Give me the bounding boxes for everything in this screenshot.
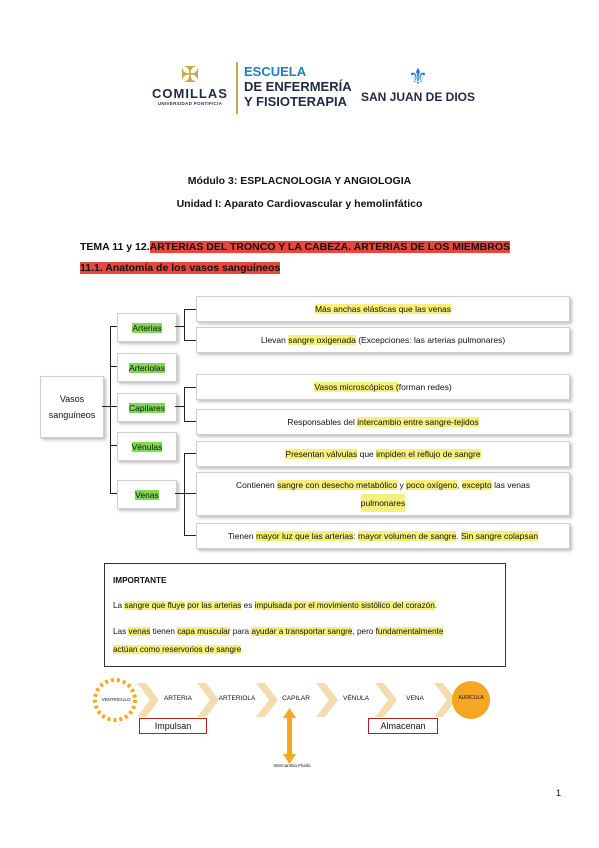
connector	[184, 387, 185, 422]
connector	[110, 406, 117, 407]
exchange-arrow-icon	[283, 708, 296, 764]
chevron-5	[375, 683, 397, 717]
connector	[110, 326, 111, 493]
branch-venas: Venas	[117, 480, 177, 509]
connector	[184, 340, 196, 341]
connector	[110, 445, 117, 446]
escuela-logo: ESCUELA DE ENFERMERÍA Y FISIOTERAPIA	[244, 64, 352, 109]
logo-divider	[236, 62, 238, 114]
arterias-detail-2: Llevan sangre oxigenada (Excepciones: la…	[196, 327, 570, 353]
connector	[184, 493, 196, 494]
important-note: IMPORTANTE La sangre que fluye por las a…	[104, 563, 506, 667]
ventriculo-circle	[93, 678, 137, 722]
venas-detail-1: Presentan válvulas que impiden el refluj…	[196, 441, 570, 467]
connector	[175, 406, 184, 407]
connector	[184, 309, 196, 310]
branch-capilares: Capilares	[117, 393, 177, 422]
connector	[110, 493, 117, 494]
connector	[184, 453, 185, 535]
almacenan-label: Almacenan	[368, 718, 438, 734]
branch-arteriolas: Arteriolas	[117, 353, 177, 382]
connector	[184, 421, 196, 422]
comillas-logo: ✠ COMILLAS UNIVERSIDAD PONTIFICIA	[150, 64, 230, 122]
topic-heading: TEMA 11 y 12.ARTERIAS DEL TRONCO Y LA CA…	[80, 241, 510, 253]
branch-arterias: Arterias	[117, 313, 177, 342]
connector	[184, 453, 196, 454]
connector	[184, 309, 185, 341]
module-title: Módulo 3: ESPLACNOLOGIA Y ANGIOLOGIA	[187, 175, 412, 187]
crest-icon: ✠	[180, 62, 200, 87]
capilares-detail-2: Responsables del intercambio entre sangr…	[196, 409, 570, 435]
impulsan-label: Impulsan	[139, 718, 207, 734]
connector	[110, 326, 117, 327]
chevron-4	[316, 683, 338, 717]
connector	[110, 366, 117, 367]
venas-detail-2: Contienen sangre con desecho metabólico …	[196, 472, 570, 516]
branch-venulas: Vénulas	[117, 432, 177, 461]
san-juan-de-dios-logo: ⚜ SAN JUAN DE DIOS	[358, 64, 478, 104]
venas-detail-3: Tienen mayor luz que las arterias: mayor…	[196, 523, 570, 549]
capilares-detail-1: Vasos microscópicos (forman redes)	[196, 374, 570, 400]
connector	[175, 326, 184, 327]
page-number: 1	[556, 788, 562, 798]
connector	[184, 535, 196, 536]
connector	[102, 406, 110, 407]
connector	[175, 493, 184, 494]
chevron-6	[434, 683, 456, 717]
root-node: Vasos sanguíneos	[40, 376, 104, 438]
section-heading: 11.1. Anatomía de los vasos sanguíneos	[80, 262, 281, 274]
auricula-circle	[452, 681, 490, 719]
arterias-detail-1: Más anchas elásticas que las venas	[196, 296, 570, 322]
chevron-1	[137, 683, 159, 717]
emblem-icon: ⚜	[408, 64, 428, 89]
unit-title: Unidad I: Aparato Cardiovascular y hemol…	[176, 198, 423, 210]
chevron-2	[197, 683, 219, 717]
chevron-3	[256, 683, 278, 717]
connector	[184, 387, 196, 388]
exchange-label: Intercambio Fluido	[273, 763, 311, 768]
